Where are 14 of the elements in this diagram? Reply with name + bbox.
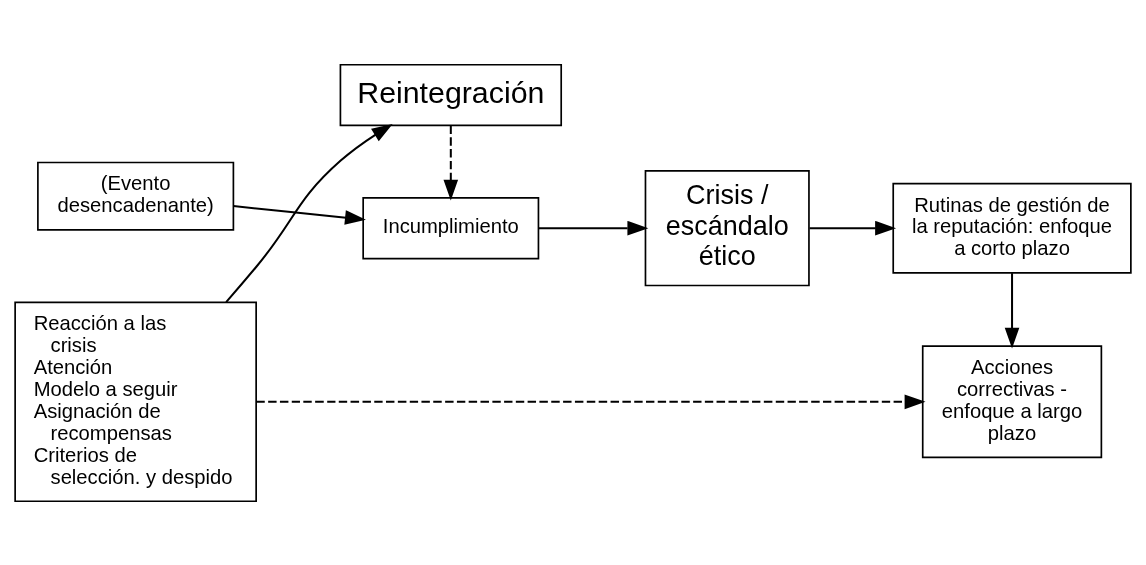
node-box: Reacción a las crisis Atención Modelo a seguir Asignación de recompensas Criterios de selección. y despido bbox=[14, 301, 257, 502]
arrow bbox=[443, 125, 459, 201]
node-box: Reintegración bbox=[339, 63, 563, 126]
node-box: Acciones correctivas - enfoque a largo plazo bbox=[921, 344, 1103, 458]
node-box: Incumplimiento bbox=[362, 196, 540, 259]
arrow bbox=[1004, 272, 1020, 349]
node-box: Rutinas de gestión de la reputación: enfoque a corto plazo bbox=[892, 182, 1132, 274]
arrow bbox=[809, 220, 897, 236]
arrow bbox=[233, 204, 366, 225]
arrow bbox=[538, 220, 649, 236]
node-box: (Evento desencadenante) bbox=[37, 161, 235, 231]
node-box: Crisis / escándalo ético bbox=[644, 169, 810, 286]
arrow bbox=[256, 394, 926, 409]
arrow bbox=[225, 123, 393, 303]
